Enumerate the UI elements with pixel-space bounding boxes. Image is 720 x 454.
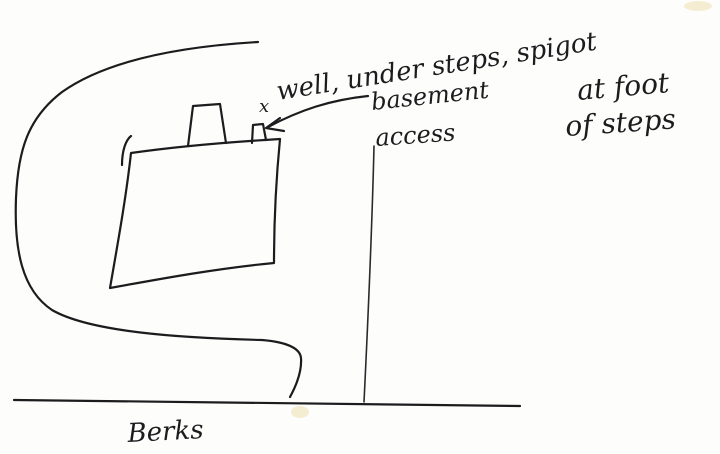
spigot-note-line2: at foot [576,66,671,107]
property-line [364,146,374,402]
front-steps [188,104,226,146]
well-marker: x [259,96,269,117]
paper-stain-corner [684,1,712,11]
street-label: Berks [126,415,204,449]
house-outline [110,139,280,288]
well-note-line3: access [374,118,456,152]
street-line [14,400,520,406]
spigot-note-line3: of steps [564,102,677,143]
paper-stain [291,406,309,418]
